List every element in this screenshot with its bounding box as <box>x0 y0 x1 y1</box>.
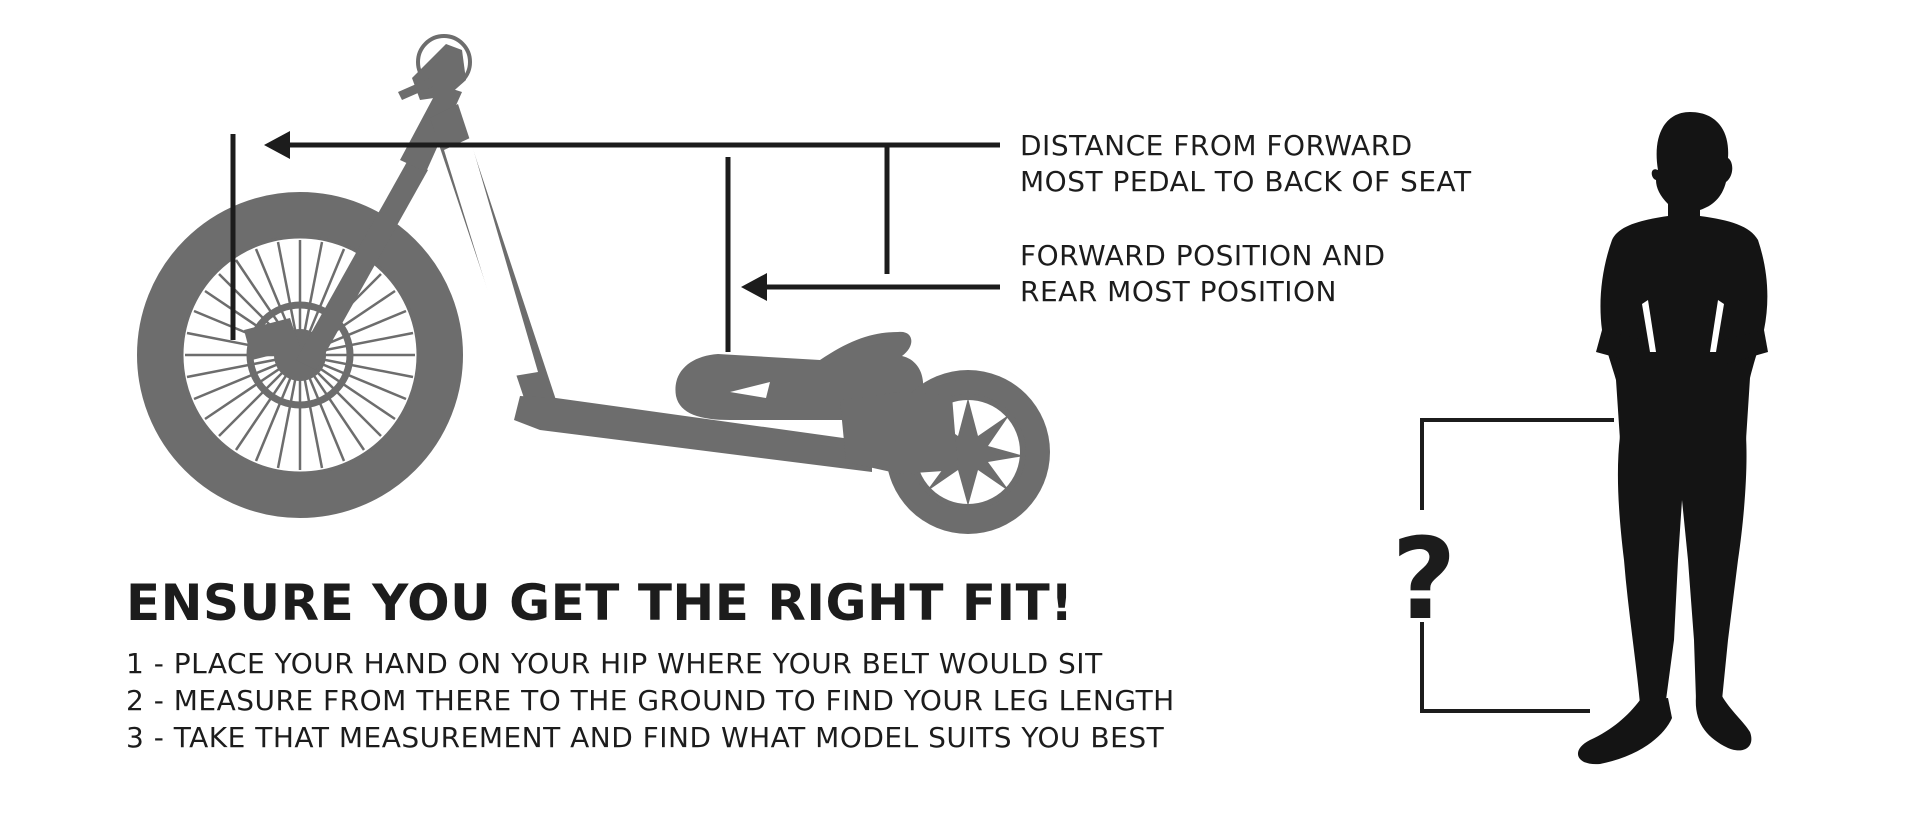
step-item: 2 - MEASURE FROM THERE TO THE GROUND TO … <box>126 684 1175 717</box>
person-silhouette <box>1577 112 1768 765</box>
handlebar-stem <box>400 85 462 172</box>
drift-trike-silhouette <box>137 34 1050 534</box>
arrow-left-icon <box>741 273 767 301</box>
measurement-lines <box>230 131 1000 352</box>
frame-bottom-rail <box>514 396 872 472</box>
step-item: 3 - TAKE THAT MEASUREMENT AND FIND WHAT … <box>126 721 1165 754</box>
distance-label: DISTANCE FROM FORWARD MOST PEDAL TO BACK… <box>1020 128 1472 200</box>
position-label-line1: FORWARD POSITION AND <box>1020 239 1386 272</box>
position-label-line2: REAR MOST POSITION <box>1020 275 1337 308</box>
fit-steps-list: 1 - PLACE YOUR HAND ON YOUR HIP WHERE YO… <box>126 645 1175 756</box>
arrow-left-icon <box>264 131 290 159</box>
fit-heading: ENSURE YOU GET THE RIGHT FIT! <box>126 574 1074 632</box>
step-item: 1 - PLACE YOUR HAND ON YOUR HIP WHERE YO… <box>126 647 1103 680</box>
arm-gap <box>1642 300 1656 352</box>
leg-length-bracket <box>1420 418 1614 713</box>
position-label: FORWARD POSITION AND REAR MOST POSITION <box>1020 238 1386 310</box>
question-mark-icon: ? <box>1392 515 1457 645</box>
rear-axle-housing <box>840 392 958 474</box>
distance-label-line2: MOST PEDAL TO BACK OF SEAT <box>1020 165 1472 198</box>
front-fork <box>296 160 428 370</box>
arm-gap <box>1710 300 1724 352</box>
distance-label-line1: DISTANCE FROM FORWARD <box>1020 129 1413 162</box>
frame-inner-tube <box>444 138 538 376</box>
